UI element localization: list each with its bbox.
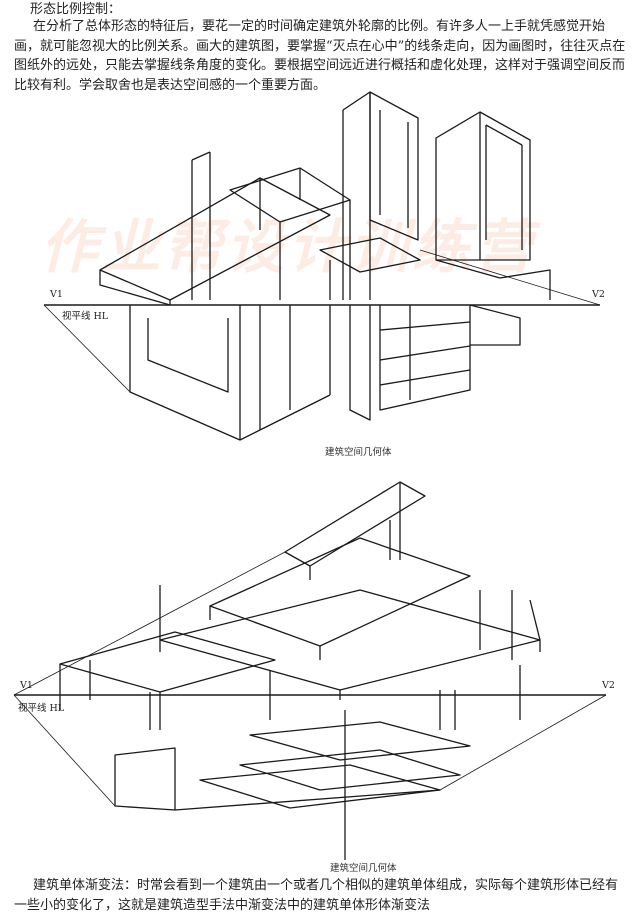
figure-1-v1-label: V1 [50,289,63,300]
figure-1-horizon-label: 视平线 HL [62,311,109,322]
figure-1-v2-label: V2 [592,289,605,300]
figure-2-v2-label: V2 [602,680,615,691]
figure-2-v1-label: V1 [20,680,33,691]
section-heading: 形态比例控制： [30,2,122,17]
figure-1-caption: 建筑空间几何体 [325,447,392,458]
figure-2-horizon-label: 视平线 HL [18,703,65,714]
figure-2-caption: 建筑空间几何体 [330,863,397,874]
watermark-logo: 作业帮设计训练营 [40,213,537,281]
intro-paragraph: 在分析了总体形态的特征后，要花一定的时间确定建筑外轮廓的比例。有许多人一上手就凭… [14,19,626,93]
outro-paragraph: 建筑单体渐变法：时常会看到一个建筑由一个或者几个相似的建筑单体组成，实际每个建筑… [14,878,619,913]
